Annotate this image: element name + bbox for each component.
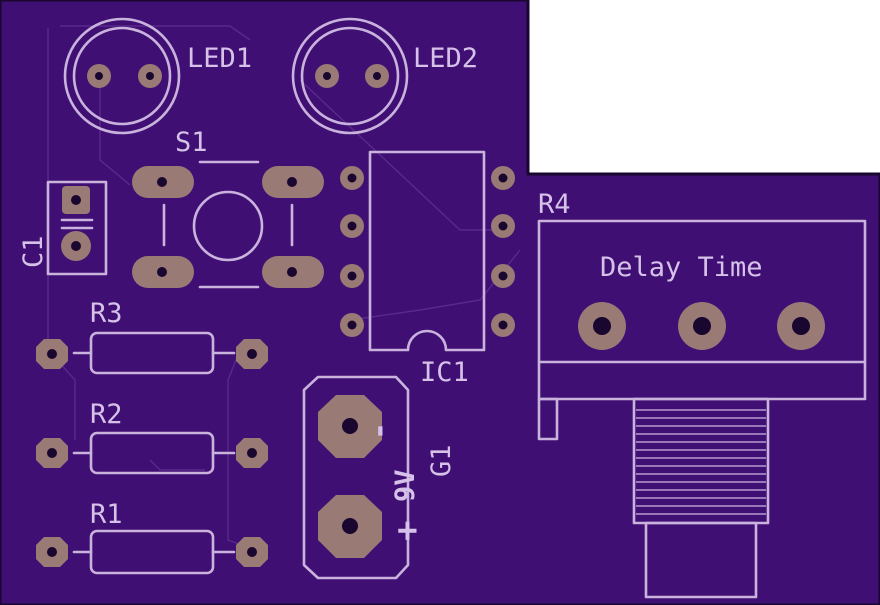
r2-footprint xyxy=(36,431,268,475)
led2-footprint xyxy=(291,17,409,135)
r4-footprint xyxy=(537,219,867,599)
led1-label: LED1 xyxy=(187,43,252,74)
r4-label: R4 xyxy=(538,189,571,220)
r4-shaft-threads xyxy=(636,409,766,515)
c1-footprint xyxy=(46,180,108,276)
g1-label: G1 xyxy=(426,444,457,477)
r1-footprint xyxy=(36,529,268,575)
led2-label: LED2 xyxy=(413,43,478,74)
g1-minus-sign: - xyxy=(362,422,397,440)
g1-plus-sign: + xyxy=(387,521,427,541)
led1-footprint xyxy=(63,17,181,135)
r3-footprint xyxy=(36,331,268,375)
r2-label: R2 xyxy=(90,399,123,430)
r4-caption: Delay Time xyxy=(600,252,763,283)
s1-footprint xyxy=(132,160,324,289)
ic1-footprint xyxy=(340,150,515,352)
r1-label: R1 xyxy=(90,499,123,530)
ic1-label: IC1 xyxy=(420,357,469,388)
s1-label: S1 xyxy=(175,127,208,158)
r3-label: R3 xyxy=(90,298,123,329)
g1-battery-label: 9V xyxy=(390,469,421,502)
g1-footprint xyxy=(302,375,410,580)
c1-label: C1 xyxy=(18,235,49,268)
